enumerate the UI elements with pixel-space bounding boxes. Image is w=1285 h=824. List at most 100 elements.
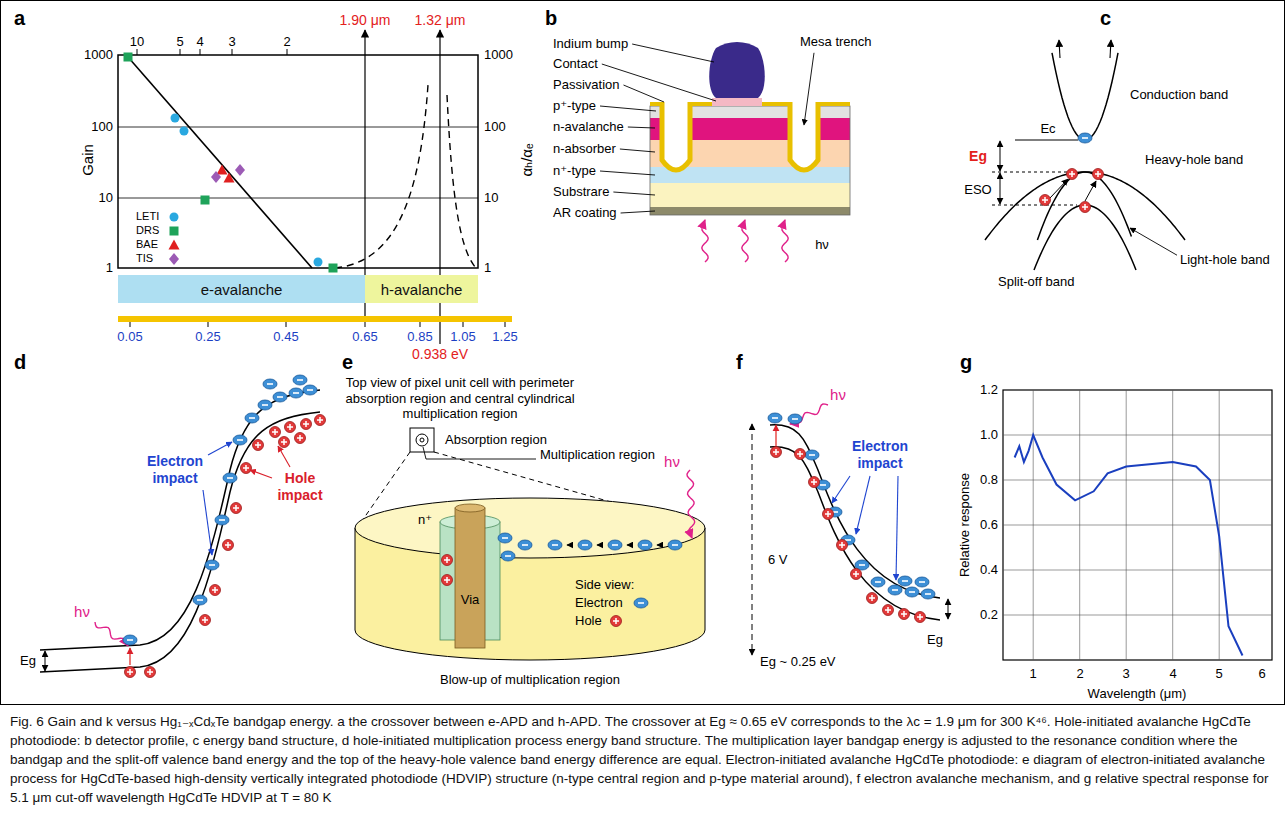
hole-symbol: [223, 540, 234, 551]
leader-line: [620, 149, 655, 152]
axis-tick: 4: [1169, 666, 1176, 682]
hole-symbol: [837, 540, 848, 551]
electron-symbol: [638, 602, 644, 604]
electron-symbol: [303, 385, 317, 395]
axis-tick: 1000: [84, 47, 113, 63]
hole-symbol: [210, 585, 221, 596]
hole-symbol: [442, 575, 453, 586]
axis-tick: 0.45: [273, 329, 298, 345]
wavelength-marker: 1.32 μm: [415, 12, 466, 29]
response-chart: [1003, 390, 1272, 660]
layer-label: Contact: [553, 56, 598, 72]
data-point: [235, 164, 245, 176]
hole-symbol: [869, 595, 875, 601]
hole-symbol: [255, 442, 261, 448]
impact-arrow: [278, 446, 290, 467]
leader-line: [632, 44, 714, 62]
hole-symbol: [883, 605, 894, 616]
hole-symbol: [231, 503, 242, 514]
axis-tick: 1.2: [980, 382, 998, 398]
electron-symbol: [552, 544, 558, 546]
axis-title: αₕ/αₑ: [518, 143, 536, 176]
hole-symbol: [915, 612, 926, 623]
axis-tick: 10: [484, 190, 498, 206]
generation-arrow: [129, 648, 130, 665]
legend-text: BAE: [136, 238, 158, 251]
electron-symbol: [215, 515, 229, 525]
hole-symbol: [811, 479, 817, 485]
hole-symbol: [241, 463, 252, 474]
hole-symbol: [281, 439, 287, 445]
hole-symbol: [809, 477, 820, 488]
electron-symbol: [809, 454, 815, 456]
response-chart: [1003, 390, 1272, 660]
figure-art: [0, 0, 1285, 705]
layer-label: Indium bump: [553, 36, 628, 52]
legend-swatch: [169, 240, 180, 250]
band-diagram-f: [752, 424, 753, 655]
response-curve: [1015, 435, 1243, 656]
key-label: Side view:: [575, 577, 634, 593]
hole-symbol: [253, 440, 264, 451]
detector-profile: [650, 207, 850, 215]
leader-line: [623, 85, 664, 102]
electron-symbol: [233, 435, 247, 445]
electron-symbol: [909, 591, 915, 593]
hole-symbol: [613, 618, 619, 624]
hole-symbol: [145, 667, 156, 678]
gain-chart: [118, 316, 512, 322]
impact-label: Electron impact: [137, 453, 213, 487]
impact-arrow: [250, 470, 272, 478]
electron-symbol: [768, 413, 782, 423]
data-point: [171, 114, 180, 123]
legend-text: DRS: [136, 224, 159, 237]
hole-symbol: [315, 415, 326, 426]
energy-gap-arrow: [1000, 173, 1001, 204]
region-label: Absorption region: [445, 432, 547, 448]
panel-letter: g: [960, 350, 972, 374]
electron-symbol: [197, 599, 203, 601]
electron-symbol: [638, 540, 652, 550]
electron-symbol: [249, 417, 255, 419]
band-arrow: [1059, 40, 1060, 58]
electron-symbol: [772, 417, 778, 419]
band-label: Eg: [927, 632, 943, 648]
layer-label: Mesa trench: [800, 34, 872, 50]
electron-symbol: [642, 544, 648, 546]
panel-letter: f: [736, 350, 743, 374]
layer-label: Substrare: [553, 184, 609, 200]
figure-caption: Fig. 6 Gain and k versus Hg₁₋ₓCdₓTe band…: [10, 712, 1275, 807]
leader-line: [1130, 228, 1177, 255]
axis-tick: 1: [106, 260, 113, 276]
electron-symbol: [668, 540, 682, 550]
electron-symbol: [205, 560, 219, 570]
axis-tick: 1: [484, 260, 491, 276]
top-view-cell: [410, 428, 434, 452]
energy-marker: 0.938 eV: [412, 346, 468, 363]
band-label: Ec: [1040, 121, 1055, 137]
region-band: h-avalanche: [365, 275, 478, 303]
impact-arrow: [203, 490, 212, 555]
multiplication-cylinder: [355, 498, 705, 558]
axis-tick: 10: [130, 34, 144, 50]
hole-symbol: [867, 593, 878, 604]
electron-symbol: [788, 414, 802, 424]
hole-symbol: [303, 421, 309, 427]
transition-arrow: [1085, 181, 1096, 201]
gain-chart: [447, 95, 476, 268]
data-point: [201, 196, 210, 205]
electron-symbol: [915, 577, 929, 587]
top-view-cell: [423, 447, 536, 459]
energy-band: [1034, 205, 1136, 270]
electron-symbol: [522, 544, 528, 546]
voltage-label: 6 V: [768, 552, 788, 568]
hole-symbol: [270, 427, 281, 438]
axis-tick: 0.05: [117, 329, 142, 345]
data-point: [224, 173, 235, 183]
grid-line: [1003, 390, 1272, 660]
energy-level: [1015, 139, 1078, 140]
data-point: [211, 171, 221, 183]
electron-symbol: [307, 389, 313, 391]
hole-symbol: [1082, 204, 1088, 210]
axis-tick: 3: [228, 34, 235, 50]
